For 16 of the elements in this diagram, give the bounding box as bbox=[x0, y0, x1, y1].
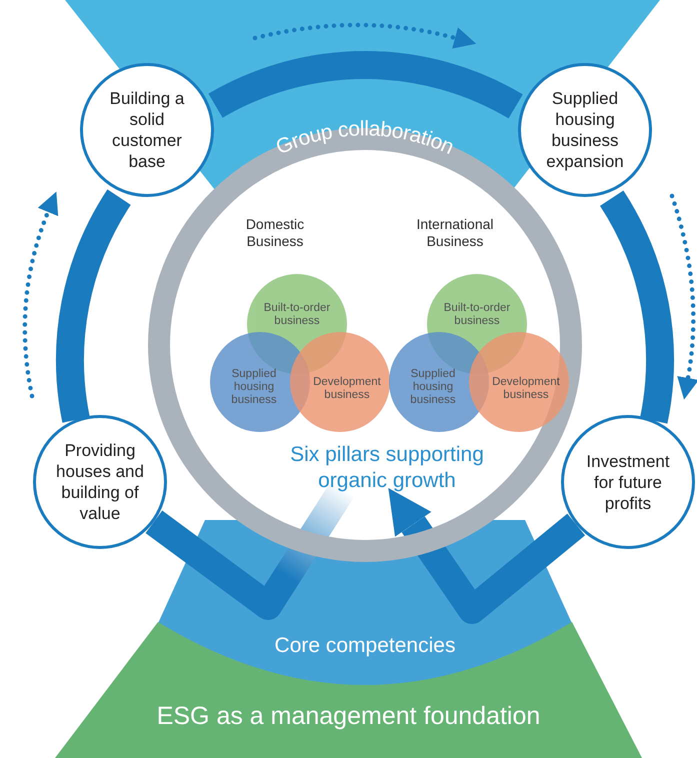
venn-label: Built-to-order business bbox=[262, 302, 332, 328]
venn-label: Development business bbox=[312, 376, 382, 402]
band-title: Core competencies bbox=[274, 634, 456, 658]
cycle-arrow bbox=[388, 488, 586, 624]
step-text: Providing houses and building of value bbox=[55, 440, 145, 524]
band-title: ESG as a management foundation bbox=[156, 702, 540, 731]
venn-label: Development business bbox=[491, 376, 561, 402]
step-text: Investment for future profits bbox=[585, 450, 671, 514]
group-heading: International Business bbox=[415, 216, 495, 250]
group-heading: Domestic Business bbox=[244, 216, 306, 250]
step-text: Supplied housing business expansion bbox=[545, 88, 625, 172]
center-heading: Six pillars supporting organic growth bbox=[289, 442, 485, 494]
step-text: Building a solid customer base bbox=[108, 88, 186, 172]
venn-label: Supplied housing business bbox=[230, 368, 278, 407]
venn-label: Built-to-order business bbox=[442, 302, 512, 328]
venn-label: Supplied housing business bbox=[409, 368, 457, 407]
